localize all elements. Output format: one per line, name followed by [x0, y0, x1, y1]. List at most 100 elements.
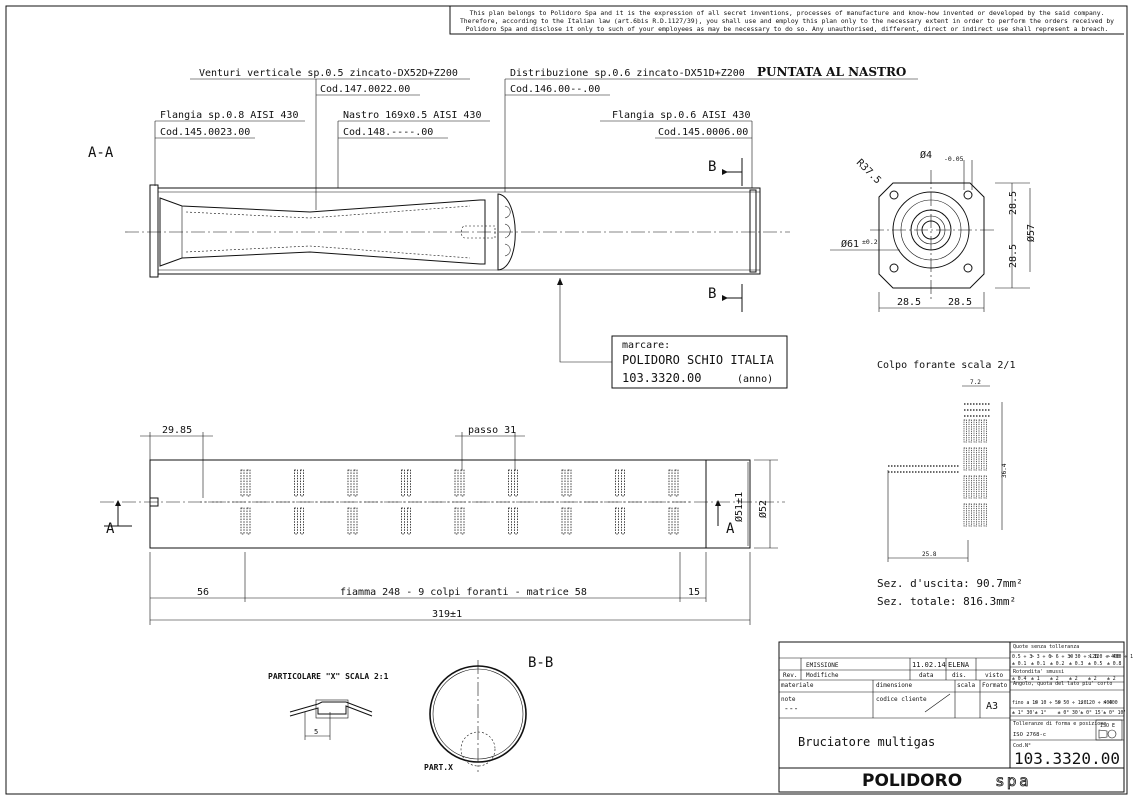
arr-value: ± 2: [1107, 676, 1116, 682]
tb-tolleranze: Tolleranze di forma e posizione: [1013, 721, 1106, 727]
detail-x: PARTICOLARE "X" SCALA 2:1 5: [268, 672, 389, 740]
burner-slot-rows: [240, 469, 679, 535]
tolerance-table: 0.5 ÷ 3± 0.1± 0.4> 3 ÷ 6± 0.1± 1> 6 ÷ 30…: [1010, 651, 1133, 721]
tol-range: > 3 ÷ 6: [1031, 654, 1051, 660]
tb-quote-title: Quote senza tolleranza: [1013, 644, 1079, 650]
tol-value: ± 0.8: [1107, 661, 1122, 667]
label-flangia-left-cod: Cod.145.0023.00: [160, 127, 250, 138]
tb-formato: Formato: [982, 682, 1008, 689]
tb-iso-e: ISO E: [1100, 723, 1115, 729]
tb-code: 103.3320.00: [1014, 749, 1120, 768]
tol-range: > 400 ÷ 1000: [1107, 654, 1133, 660]
label-distribuzione-cod: Cod.146.00--.00: [510, 84, 600, 95]
colpo-dim-bottom: 25.8: [922, 551, 937, 558]
arr-value: ± 2: [1050, 676, 1059, 682]
sez-totale: Sez. totale: 816.3mm²: [877, 595, 1016, 608]
label-flangia-right: Flangia sp.0.6 AISI 430: [612, 110, 750, 121]
tb-visto: visto: [985, 672, 1003, 679]
a-marker-left: A: [106, 521, 115, 537]
flange-diam57: Ø57: [1025, 224, 1037, 242]
dim-319: 319±1: [432, 609, 462, 620]
ang-value: ± 0° 30': [1058, 710, 1081, 716]
tb-brand: POLIDORO: [862, 771, 962, 791]
a-marker-right: A: [726, 521, 735, 537]
tb-iso: ISO 2768-c: [1013, 732, 1046, 738]
notice-line-3: Polidoro Spa and disclose it only to suc…: [466, 25, 1109, 33]
tb-cod-label: Cod.N°: [1013, 743, 1031, 749]
burner-slot-column: [668, 469, 679, 535]
label-venturi-cod: Cod.147.0022.00: [320, 84, 410, 95]
arr-value: ± 1: [1031, 676, 1040, 682]
tb-brand-suffix: spa: [996, 772, 1032, 790]
flange-hole: Ø4: [920, 149, 932, 161]
b-marker-top: B: [708, 159, 716, 175]
burner-top-view: 29.85 passo 31 Ø51±1 Ø52 A A 56 fiamma 2…: [100, 425, 785, 625]
dim-passo: passo 31: [468, 425, 516, 436]
ang-range: > 10 ÷ 50: [1035, 700, 1061, 706]
detail-x-title: PARTICOLARE "X" SCALA 2:1: [268, 672, 389, 681]
projection-symbol-icon: [1107, 729, 1117, 739]
section-bb: B-B PART.X: [424, 655, 553, 772]
tol-range: > 120 ÷ 400: [1088, 654, 1120, 660]
section-aa-title: A-A: [88, 145, 114, 161]
ang-value: ± 0° 15': [1080, 710, 1103, 716]
tb-dimensione: dimensione: [876, 682, 913, 689]
title-block: EMISSIONE 11.02.14 ELENA Rev. Modifiche …: [778, 641, 1133, 793]
burner-slot-column: [240, 469, 251, 535]
flange-diam61: Ø61: [841, 238, 859, 250]
tb-description: Bruciatore multigas: [798, 735, 935, 749]
colpo-title: Colpo forante scala 2/1: [877, 360, 1015, 371]
notice-line-2: Therefore, according to the Italian law …: [460, 17, 1114, 25]
burner-section-aa: B B: [125, 158, 790, 312]
part-labels: Venturi verticale sp.0.5 zincato-DX52D+Z…: [154, 65, 918, 210]
tb-materiale: materiale: [781, 682, 814, 689]
burner-slot-column: [561, 469, 572, 535]
tb-emissione: EMISSIONE: [806, 662, 839, 669]
ang-range: > 50 ÷ 120: [1058, 700, 1087, 706]
label-nastro-cod: Cod.148.----.00: [343, 127, 433, 138]
flange-dim-top: 28.5: [1008, 191, 1019, 215]
dim-diam51: Ø51±1: [733, 492, 745, 522]
flange-radius: R37.5: [854, 157, 883, 186]
burner-slot-column: [508, 469, 518, 535]
label-distribuzione: Distribuzione sp.0.6 zincato-DX51D+Z200: [510, 68, 745, 79]
label-venturi: Venturi verticale sp.0.5 zincato-DX52D+Z…: [199, 68, 458, 79]
ang-range: > 400: [1103, 700, 1118, 706]
tb-data: data: [919, 672, 934, 679]
tb-rev: Rev.: [783, 672, 797, 679]
tol-value: ± 0.1: [1031, 661, 1046, 667]
dim-fiamma: fiamma 248 - 9 colpi foranti - matrice 5…: [340, 587, 587, 598]
label-puntata: PUNTATA AL NASTRO: [757, 65, 906, 79]
tb-note-val: ---: [784, 704, 798, 713]
tol-value: ± 0.5: [1088, 661, 1103, 667]
flange-dim-right: 28.5: [948, 297, 972, 308]
tol-range: > 6 ÷ 30: [1050, 654, 1073, 660]
marking-line-2: 103.3320.00: [622, 371, 701, 385]
burner-slot-column: [294, 469, 304, 535]
colpo-hole-pattern: [888, 403, 990, 527]
ang-value: ± 0° 10': [1103, 710, 1126, 716]
tb-dis: dis.: [952, 672, 966, 679]
arr-value: ± 0.4: [1012, 676, 1027, 682]
burner-slot-column: [615, 469, 625, 535]
tol-value: ± 0.2: [1050, 661, 1065, 667]
section-bb-part: PART.X: [424, 763, 453, 772]
ang-value: ± 1°: [1035, 710, 1047, 716]
arr-value: ± 2: [1088, 676, 1097, 682]
tol-value: ± 0.3: [1069, 661, 1084, 667]
tol-value: ± 0.1: [1012, 661, 1027, 667]
flange-hole-tol: -0.05: [944, 155, 964, 163]
tb-scala: scala: [957, 682, 975, 689]
tol-range: > 30 ÷ 120: [1069, 654, 1098, 660]
flange-dim-left: 28.5: [897, 297, 921, 308]
burner-slot-column: [454, 469, 465, 535]
arr-value: ± 2: [1069, 676, 1078, 682]
dim-15: 15: [688, 587, 700, 598]
tol-range: 0.5 ÷ 3: [1012, 654, 1032, 660]
label-flangia-left: Flangia sp.0.8 AISI 430: [160, 110, 298, 121]
colpo-dim-side: 36.4: [1001, 463, 1008, 478]
tb-angolo: Angolo, quota del lato piu' corto: [1013, 681, 1112, 687]
ang-range: fino a 10: [1012, 700, 1038, 706]
notice-line-1: This plan belongs to Polidoro Spa and it…: [470, 9, 1105, 17]
sez-uscita: Sez. d'uscita: 90.7mm²: [877, 577, 1023, 590]
